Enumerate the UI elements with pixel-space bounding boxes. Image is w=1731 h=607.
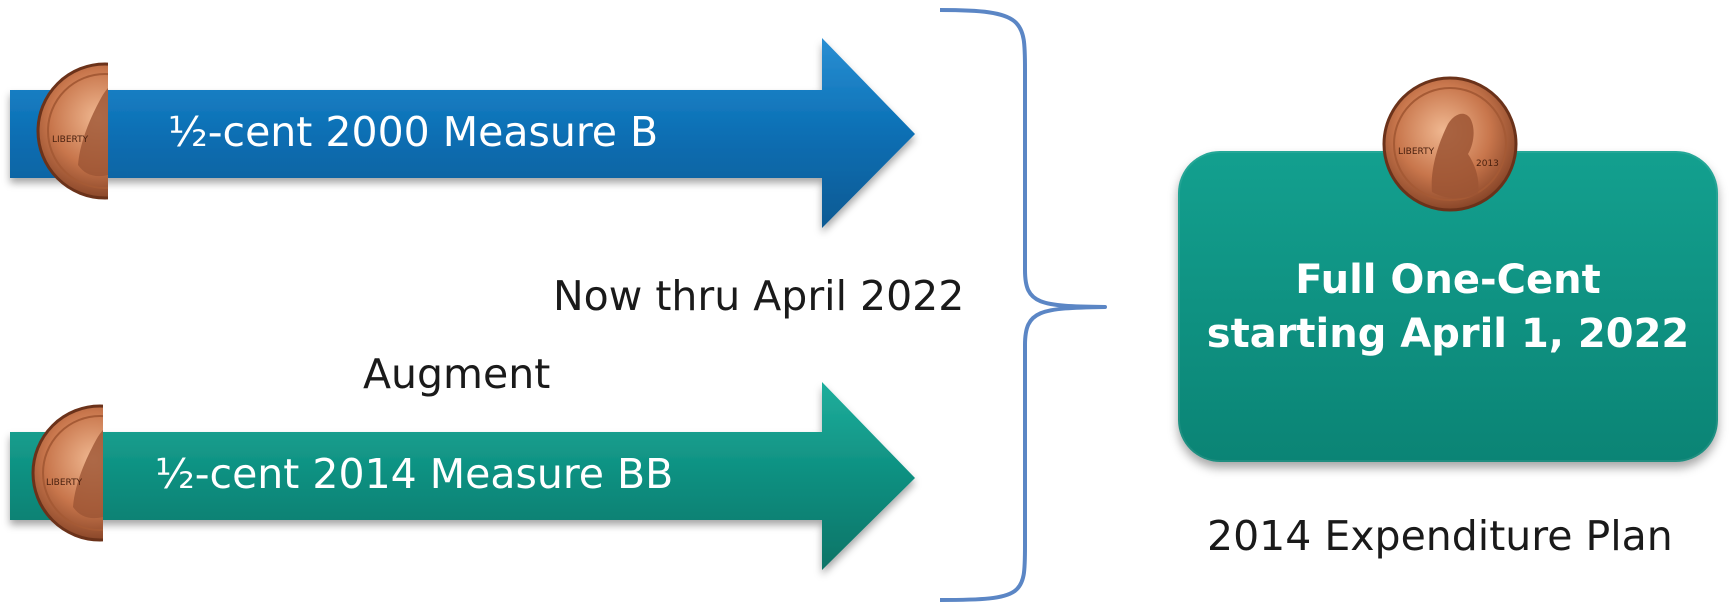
- arrow-label-measure-bb: ½-cent 2014 Measure BB: [155, 450, 674, 498]
- arrow-label-measure-b: ½-cent 2000 Measure B: [168, 108, 659, 156]
- svg-text:2013: 2013: [1476, 159, 1499, 169]
- now-thru-label: Now thru April 2022: [553, 272, 965, 320]
- arrow-measure-b: [10, 38, 915, 228]
- result-box-line1: Full One-Cent: [1295, 256, 1601, 303]
- penny-icon: LIBERTY: [31, 404, 103, 542]
- penny-icon: LIBERTY: [36, 62, 108, 200]
- svg-text:LIBERTY: LIBERTY: [1398, 147, 1435, 157]
- svg-text:LIBERTY: LIBERTY: [52, 135, 89, 145]
- expenditure-plan-caption: 2014 Expenditure Plan: [1207, 512, 1673, 560]
- right-brace: [939, 8, 1107, 602]
- augment-label: Augment: [363, 350, 551, 398]
- svg-text:LIBERTY: LIBERTY: [46, 478, 83, 488]
- arrow-measure-bb: [10, 382, 915, 570]
- result-box-line2: starting April 1, 2022: [1206, 310, 1690, 357]
- penny-icon: LIBERTY 2013: [1382, 76, 1518, 212]
